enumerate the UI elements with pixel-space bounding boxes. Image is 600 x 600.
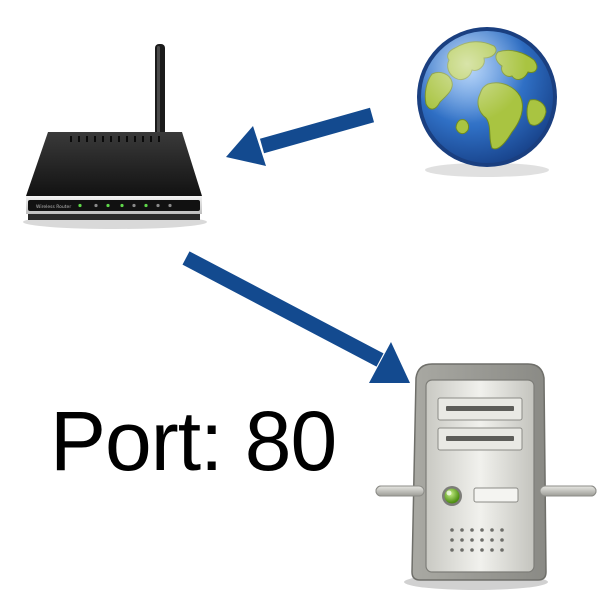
arrow-router-to-server <box>182 251 410 383</box>
router-icon: Wireless Router <box>23 44 207 229</box>
server-icon <box>375 363 597 590</box>
router-brand-label: Wireless Router <box>36 204 71 210</box>
port-label: Port: 80 <box>50 394 336 488</box>
globe-icon <box>417 27 557 177</box>
arrow-internet-to-router <box>226 107 375 166</box>
